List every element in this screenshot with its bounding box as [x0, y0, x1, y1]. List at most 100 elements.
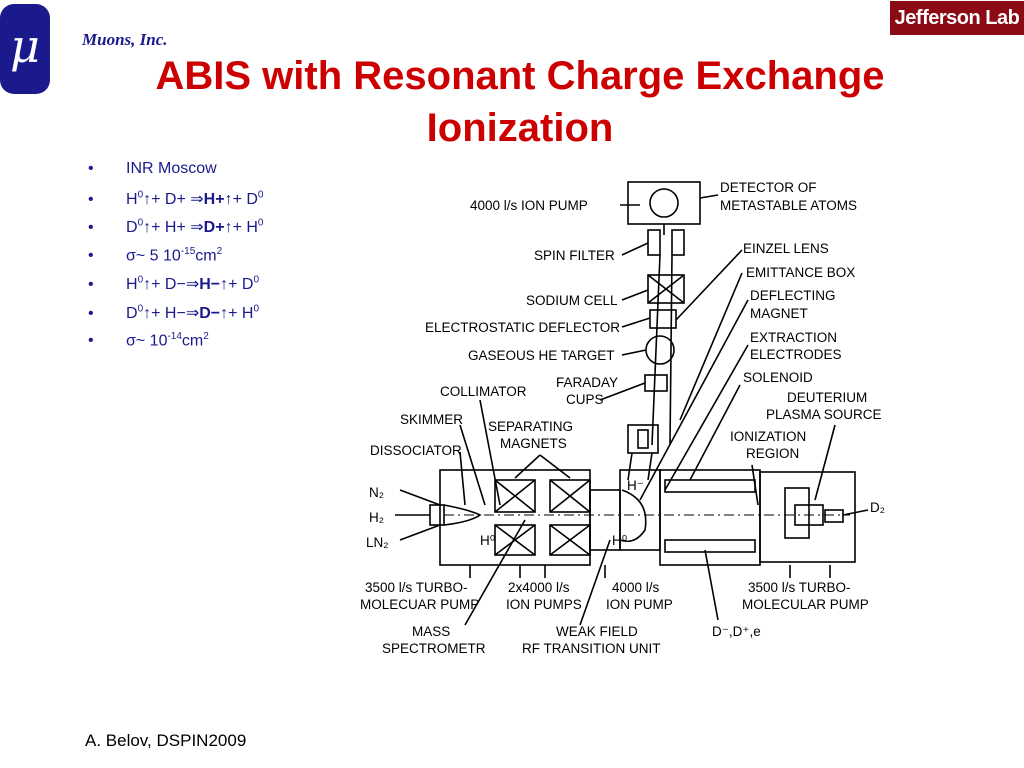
bullet-sup: 2 — [216, 245, 223, 257]
spin-filter-right — [671, 229, 685, 256]
label-deflecting-2: MAGNET — [750, 306, 808, 321]
bullet-list: •INR Moscow •H0↑+ D+ ⇒H+↑+ D0 •D0↑+ H+ ⇒… — [88, 160, 263, 360]
label-ion-pump-top: 4000 l/s ION PUMP — [470, 198, 588, 213]
bullet-text: ↑+ D+ ⇒ — [143, 190, 204, 208]
bullet-sup: 0 — [253, 274, 260, 286]
label-deflecting-1: DEFLECTING — [750, 288, 836, 303]
label-collimator: COLLIMATOR — [440, 384, 527, 399]
label-gaseous-he: GASEOUS HE TARGET — [468, 348, 615, 363]
plasma-source — [784, 487, 810, 539]
bullet-dot: • — [88, 160, 94, 177]
separating-magnet-2 — [549, 479, 591, 513]
bullet-dot: • — [88, 246, 94, 264]
muons-logo: μ — [0, 4, 50, 94]
title-line-2: Ionization — [426, 106, 614, 150]
he-target — [645, 335, 675, 365]
label-turbo-left-1: 3500 l/s TURBO- — [365, 580, 468, 595]
bullet-bold: H+ — [203, 190, 225, 208]
bullet-text: ↑+ H — [220, 304, 254, 322]
detector-circle — [649, 188, 679, 218]
label-faraday-1: FARADAY — [556, 375, 618, 390]
label-spin-filter: SPIN FILTER — [534, 248, 615, 263]
label-ion-pumps-1: 2x4000 l/s — [508, 580, 570, 595]
bullet-item: • INR Moscow — [88, 160, 263, 189]
label-separating-1: SEPARATING — [488, 419, 573, 434]
label-h0-left: H⁰ — [480, 533, 496, 548]
label-ion-pumps-2: ION PUMPS — [506, 597, 582, 612]
bullet-item: •D0↑+ H+ ⇒D+↑+ H0 — [88, 217, 263, 246]
bullet-text: D — [126, 219, 138, 236]
bullet-item: •σ~ 5 10-15cm2 — [88, 246, 263, 275]
label-turbo-left-2: MOLECUAR PUMP — [360, 597, 479, 612]
separating-magnet-1 — [494, 479, 536, 513]
bullet-text: σ~ 5 10 — [126, 246, 181, 264]
logo-glyph: μ — [10, 19, 40, 73]
label-h0-right: H⁰ — [612, 533, 628, 548]
bullet-dot: • — [88, 219, 94, 236]
slide-title: ABIS with Resonant Charge Exchange Ioniz… — [90, 50, 950, 154]
bullet-text: ↑+ H−⇒ — [143, 304, 200, 322]
label-ionization-1: IONIZATION — [730, 429, 806, 444]
bullet-sup: 0 — [253, 303, 260, 315]
bullet-text: H — [126, 190, 138, 208]
bullet-item: •H0↑+ D+ ⇒H+↑+ D0 — [88, 189, 263, 218]
label-turbo-right-2: MOLECULAR PUMP — [742, 597, 869, 612]
label-ion-pump-bottom-1: 4000 l/s — [612, 580, 660, 595]
bullet-bold: D+ — [203, 219, 225, 236]
abis-apparatus-diagram: 4000 l/s ION PUMP DETECTOR OF METASTABLE… — [360, 180, 885, 656]
label-dissociator: DISSOCIATOR — [370, 443, 462, 458]
bullet-bold: D− — [199, 304, 221, 322]
bullet-text: ↑+ D — [220, 276, 254, 293]
label-emittance-box: EMITTANCE BOX — [746, 265, 855, 280]
label-detector-2: METASTABLE ATOMS — [720, 198, 857, 213]
label-h2: H₂ — [369, 510, 384, 525]
plasma-source-chamber — [759, 471, 856, 563]
bullet-text: ↑+ D — [224, 190, 258, 208]
bullet-sup: 0 — [257, 189, 264, 201]
bullet-text: cm — [181, 332, 204, 350]
label-solenoid: SOLENOID — [743, 370, 813, 385]
label-ionization-2: REGION — [746, 446, 799, 461]
label-mass-1: MASS — [412, 624, 450, 639]
bullet-sup: 0 — [137, 303, 144, 315]
bullet-text: ↑+ H — [224, 219, 258, 236]
bullet-item: •D0↑+ H−⇒D−↑+ H0 — [88, 303, 263, 332]
bullet-sup: 0 — [137, 189, 144, 201]
bullet-sup: 2 — [203, 331, 209, 342]
bullet-text: ↑+ D−⇒ — [143, 276, 200, 293]
bullet-item: •H0↑+ D−⇒H−↑+ D0 — [88, 274, 263, 303]
jefferson-lab-logo: Jefferson Lab — [890, 1, 1024, 35]
bullet-item: •σ~ 10-14cm2 — [88, 331, 263, 360]
label-extraction-2: ELECTRODES — [750, 347, 842, 362]
diagram-lines — [395, 181, 869, 626]
label-separating-2: MAGNETS — [500, 436, 567, 451]
spin-filter-left — [647, 229, 661, 256]
bullet-sup: 0 — [137, 217, 144, 229]
bullet-dot: • — [88, 332, 94, 350]
label-ln2: LN₂ — [366, 535, 389, 550]
bullet-sup: 0 — [137, 274, 144, 286]
d2-inlet — [824, 509, 844, 523]
deflecting-magnet — [619, 489, 647, 543]
bullet-text: ↑+ H+ ⇒ — [143, 219, 204, 236]
diagram-labels: 4000 l/s ION PUMP DETECTOR OF METASTABLE… — [360, 180, 885, 656]
label-d2: D₂ — [870, 500, 885, 515]
bullet-text: H — [126, 276, 138, 293]
bullet-text: INR Moscow — [126, 160, 217, 177]
bullet-dot: • — [88, 304, 94, 322]
label-sodium-cell: SODIUM CELL — [526, 293, 618, 308]
label-skimmer: SKIMMER — [400, 412, 463, 427]
bullet-text: D — [126, 304, 138, 322]
label-h-minus: H⁻ — [627, 478, 644, 493]
solenoid-top — [664, 479, 756, 493]
label-turbo-right-1: 3500 l/s TURBO- — [748, 580, 851, 595]
separating-magnet-4 — [549, 524, 591, 556]
solenoid-bottom — [664, 539, 756, 553]
company-name: Muons, Inc. — [82, 30, 168, 49]
label-weak-field-2: RF TRANSITION UNIT — [522, 641, 661, 656]
bullet-bold: H− — [199, 276, 221, 293]
label-detector-1: DETECTOR OF — [720, 180, 817, 195]
faraday-cups — [644, 374, 668, 392]
bullet-dot: • — [88, 190, 94, 208]
separating-magnet-3 — [494, 524, 536, 556]
